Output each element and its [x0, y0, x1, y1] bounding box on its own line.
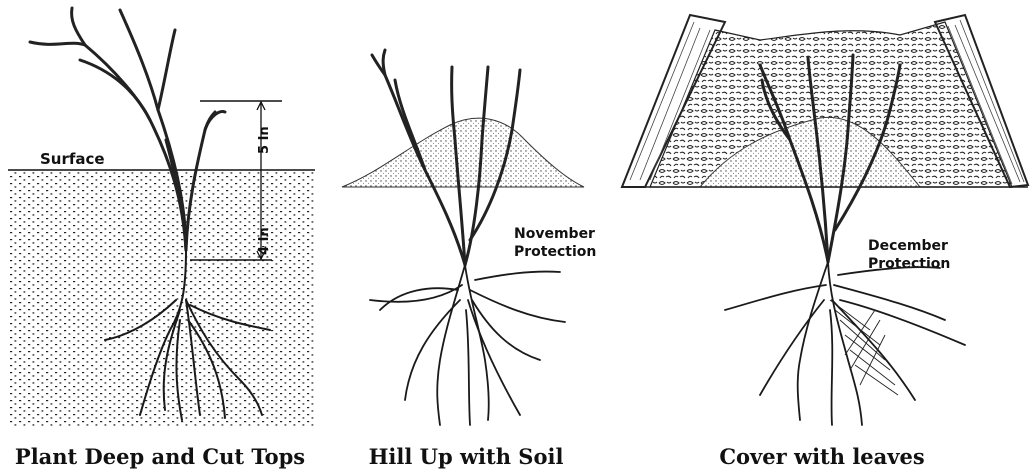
panel-cover-leaves: December Protection Cover with leaves	[622, 15, 1028, 469]
protection-label-2: Protection	[514, 244, 596, 260]
depth-label-below: 4 In	[257, 227, 272, 255]
covered-roots	[725, 262, 965, 425]
panel1-caption: Plant Deep and Cut Tops	[15, 444, 305, 469]
soil-mound	[342, 118, 584, 187]
surface-label: Surface	[40, 150, 105, 168]
depth-label-above: 5 In	[257, 126, 272, 154]
panel3-caption: Cover with leaves	[719, 444, 924, 469]
hilled-roots	[370, 265, 565, 425]
panel-plant-deep: Surface 5 In 4 In	[8, 8, 315, 469]
november-label: November	[514, 226, 595, 242]
soil-block	[8, 170, 315, 426]
panel-hill-up: November Protection Hill Up with Soil	[342, 50, 596, 469]
december-label: December	[868, 238, 948, 254]
panel2-caption: Hill Up with Soil	[369, 444, 564, 469]
